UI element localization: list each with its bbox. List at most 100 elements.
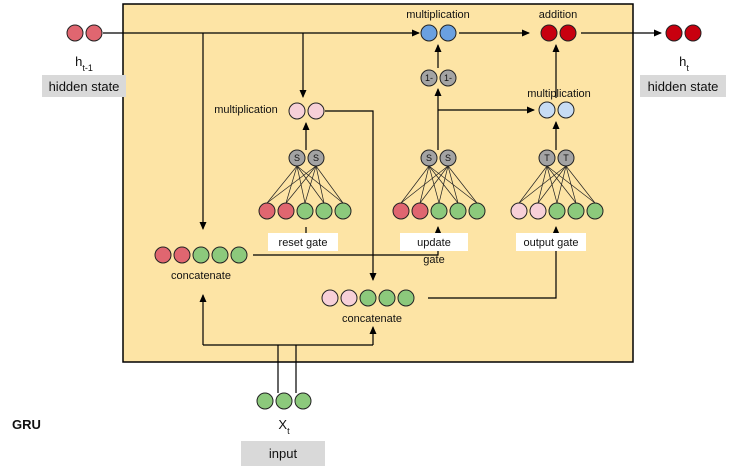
top-multiplication: multiplication: [406, 9, 470, 42]
update-gate: S S update gate: [392, 149, 486, 266]
input-x: Xt input: [241, 392, 325, 466]
concat-mid-node-3: [359, 289, 377, 307]
top-mult-node-1: [420, 24, 438, 42]
update-gate-label-2: gate: [423, 254, 444, 266]
top-mult-node-2: [439, 24, 457, 42]
fan-update-line-1-0: [419, 165, 430, 204]
h-prev-caption: hidden state: [49, 79, 120, 94]
output-input-1: [510, 202, 528, 220]
fan-reset-line-4-0: [296, 165, 344, 204]
fan-output-line-2-0: [546, 165, 558, 204]
update-gate-label-1: update: [417, 237, 451, 249]
concat-mid-node-5: [397, 289, 415, 307]
x-node-2: [275, 392, 293, 410]
reset-mult-node-1: [288, 102, 306, 120]
output-input-4: [567, 202, 585, 220]
h-prev-node-2: [85, 24, 103, 42]
fan-output-line-1-0: [537, 165, 548, 204]
output-tanh-2: [557, 149, 575, 167]
output-input-3: [548, 202, 566, 220]
h-prev-caption-bg: [42, 75, 126, 97]
fan-update-line-4-0: [428, 165, 478, 204]
fan-reset-line-4-1: [315, 165, 344, 204]
update-input-3: [430, 202, 448, 220]
x-node-1: [256, 392, 274, 410]
concat-mid-node-2: [340, 289, 358, 307]
output-gate-label-bg: [516, 233, 586, 251]
concat-mid-label: concatenate: [342, 313, 402, 325]
output-tanh-glyph-1: T: [544, 153, 550, 163]
fan-reset-line-0-0: [266, 165, 298, 204]
reset-multiplication: multiplication: [214, 102, 325, 120]
update-input-5: [468, 202, 486, 220]
reset-input-3: [296, 202, 314, 220]
update-input-1: [392, 202, 410, 220]
one-minus-glyph-1: 1-: [425, 73, 433, 83]
reset-input-5: [334, 202, 352, 220]
x-caption-bg: [241, 441, 325, 466]
concatenate-left: concatenate: [154, 246, 248, 282]
output-mult-node-1: [538, 101, 556, 119]
update-gate-connections: [400, 165, 478, 204]
concat-mid-node-1: [321, 289, 339, 307]
reset-input-1: [258, 202, 276, 220]
reset-gate: S S reset gate: [258, 149, 352, 251]
addition-label: addition: [539, 9, 578, 21]
addition: addition: [539, 9, 578, 42]
output-input-5: [586, 202, 604, 220]
concat-left-label: concatenate: [171, 270, 231, 282]
update-input-2: [411, 202, 429, 220]
update-sigmoid-2: [439, 149, 457, 167]
addition-node-2: [559, 24, 577, 42]
x-node-3: [294, 392, 312, 410]
output-multiplication: multiplication: [527, 88, 591, 119]
one-minus-node-2: [439, 69, 457, 87]
concat-left-node-2: [173, 246, 191, 264]
output-tanh-glyph-2: T: [563, 153, 569, 163]
x-symbol: Xt: [278, 417, 290, 436]
reset-input-4: [315, 202, 333, 220]
update-gate-label-bg: [400, 233, 468, 251]
fan-update-line-2-0: [428, 165, 440, 204]
reset-sigmoid-glyph-1: S: [294, 153, 300, 163]
fan-update-line-0-0: [400, 165, 430, 204]
one-minus-node-1: [420, 69, 438, 87]
update-input-4: [449, 202, 467, 220]
output-multiplication-label: multiplication: [527, 88, 591, 100]
output-gate-label: output gate: [523, 237, 578, 249]
reset-sigmoid-2: [307, 149, 325, 167]
output-gate-connections: [518, 165, 596, 204]
fan-output-line-0-0: [518, 165, 548, 204]
x-caption: input: [269, 446, 298, 461]
h-out-symbol-bg: [660, 50, 708, 72]
concat-left-node-3: [192, 246, 210, 264]
reset-gate-connections: [266, 165, 344, 204]
update-sigmoid-glyph-1: S: [426, 153, 432, 163]
fan-reset-line-3-0: [296, 165, 325, 204]
h-out-node-1: [665, 24, 683, 42]
reset-sigmoid-glyph-2: S: [313, 153, 319, 163]
concatenate-mid: concatenate: [321, 289, 415, 325]
hidden-state-out: ht hidden state: [640, 24, 726, 97]
h-prev-symbol: ht-1: [75, 54, 93, 73]
reset-multiplication-label: multiplication: [214, 104, 278, 116]
h-prev-symbol-bg: [60, 50, 108, 72]
concat-mid-node-4: [378, 289, 396, 307]
diagram-title: GRU: [12, 417, 41, 432]
reset-input-2: [277, 202, 295, 220]
reset-gate-label: reset gate: [279, 237, 328, 249]
fan-reset-line-1-0: [285, 165, 298, 204]
reset-gate-label-bg: [268, 233, 338, 251]
fan-output-line-4-0: [546, 165, 596, 204]
h-out-symbol: ht: [679, 54, 689, 73]
output-tanh-1: [538, 149, 556, 167]
one-minus-glyph-2: 1-: [444, 73, 452, 83]
concat-left-node-5: [230, 246, 248, 264]
concat-left-node-4: [211, 246, 229, 264]
fan-update-line-4-1: [447, 165, 478, 204]
fan-reset-line-2-0: [296, 165, 306, 204]
top-multiplication-label: multiplication: [406, 9, 470, 21]
fan-update-line-3-0: [428, 165, 459, 204]
update-sigmoid-glyph-2: S: [445, 153, 451, 163]
